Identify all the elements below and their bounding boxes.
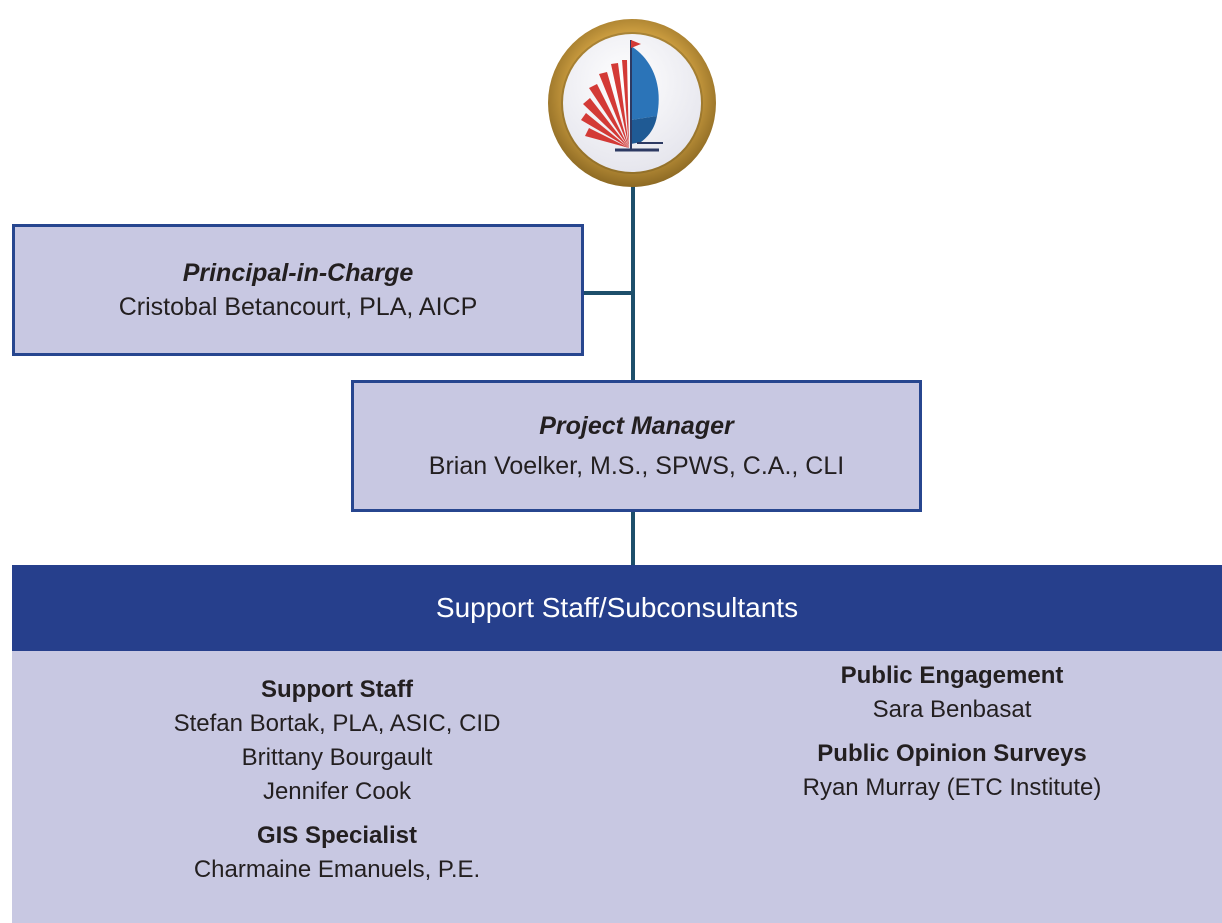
support-staff-panel: Support Staff Stefan Bortak, PLA, ASIC, … (12, 651, 1222, 923)
surveys-member: Ryan Murray (ETC Institute) (802, 774, 1102, 801)
right-column: Public Engagement Sara Benbasat Public O… (712, 649, 1192, 805)
public-engagement-title: Public Engagement (840, 662, 1064, 689)
principal-name: Cristobal Betancourt, PLA, AICP (118, 293, 478, 321)
staff-member: Stefan Bortak, PLA, ASIC, CID (173, 710, 501, 737)
gis-member: Charmaine Emanuels, P.E. (193, 856, 481, 883)
public-opinion-surveys-title: Public Opinion Surveys (817, 740, 1087, 767)
engagement-member: Sara Benbasat (872, 696, 1032, 723)
gis-specialist-title: GIS Specialist (256, 822, 418, 849)
connector-vertical-bottom (631, 510, 635, 566)
left-column: Support Staff Stefan Bortak, PLA, ASIC, … (12, 673, 662, 887)
connector-horizontal-principal (583, 291, 633, 295)
staff-member: Brittany Bourgault (241, 744, 433, 771)
connector-vertical-top (631, 186, 635, 381)
support-staff-header: Support Staff/Subconsultants (12, 565, 1222, 651)
manager-role: Project Manager (539, 412, 734, 440)
principal-role: Principal-in-Charge (182, 259, 414, 287)
principal-in-charge-box: Principal-in-Charge Cristobal Betancourt… (12, 224, 584, 356)
project-manager-box: Project Manager Brian Voelker, M.S., SPW… (351, 380, 922, 512)
support-staff-title: Support Staff (261, 676, 413, 703)
city-seal-sailboat-icon (548, 19, 716, 187)
staff-member: Jennifer Cook (262, 778, 412, 805)
city-seal-logo (545, 16, 719, 190)
manager-name: Brian Voelker, M.S., SPWS, C.A., CLI (428, 452, 845, 480)
